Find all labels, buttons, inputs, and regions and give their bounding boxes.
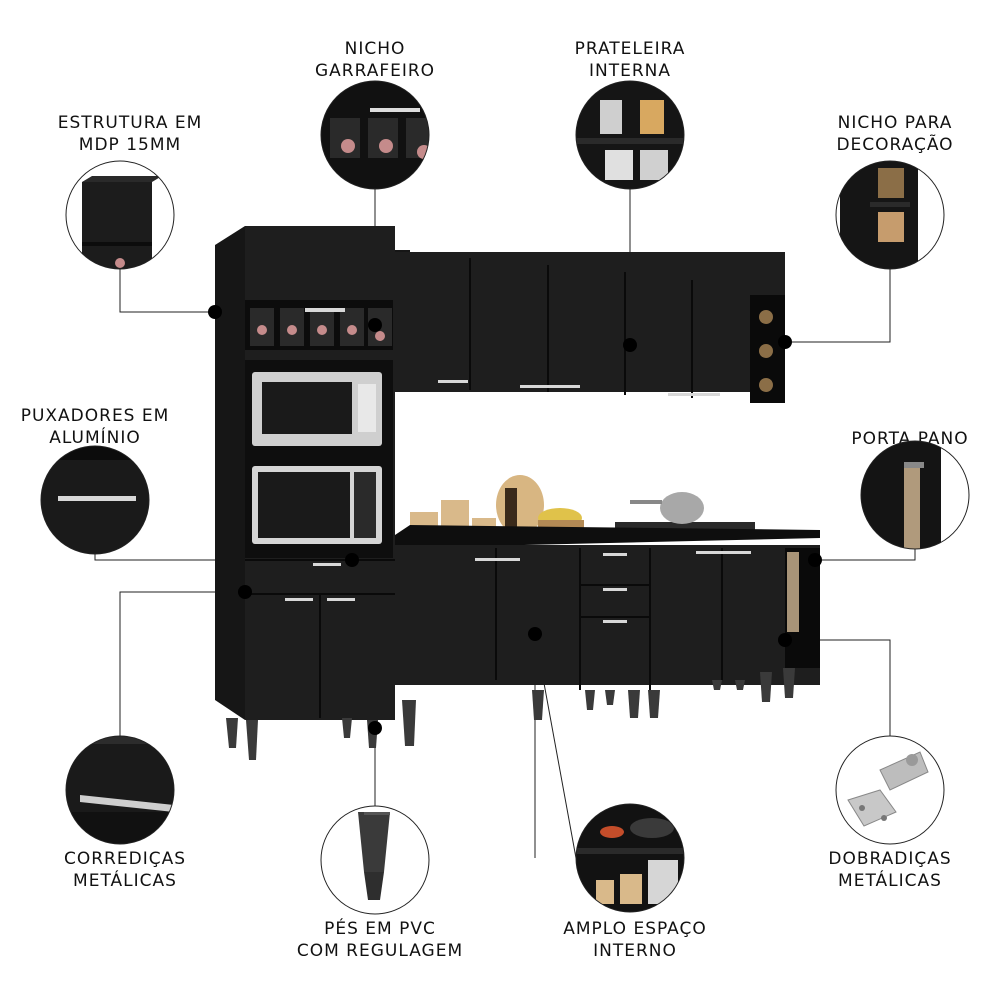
label-puxadores: PUXADORES EM ALUMÍNIO	[20, 406, 170, 448]
upper-cabinets	[395, 250, 785, 403]
label-nicho-garrafeiro: NICHO GARRAFEIRO	[314, 39, 436, 81]
detail-nicho-garrafeiro	[320, 80, 430, 190]
label-corredicas: CORREDIÇAS METÁLICAS	[63, 849, 186, 891]
detail-puxadores	[40, 445, 150, 555]
label-pes-pvc: PÉS EM PVC COM REGULAGEM	[296, 919, 464, 961]
label-prateleira-interna: PRATELEIRA INTERNA	[574, 39, 686, 81]
detail-estrutura-mdp	[65, 160, 175, 270]
label-nicho-decoracao: NICHO PARA DECORAÇÃO	[836, 113, 954, 155]
detail-amplo-espaco	[575, 803, 685, 913]
detail-nicho-decoracao	[835, 160, 945, 270]
detail-porta-pano	[860, 440, 970, 550]
label-dobradicas: DOBRADIÇAS METÁLICAS	[828, 849, 952, 891]
detail-dobradicas	[835, 735, 945, 845]
label-estrutura-mdp: ESTRUTURA EM MDP 15MM	[57, 113, 203, 155]
detail-pes-pvc	[320, 805, 430, 915]
lower-cabinets	[395, 525, 820, 690]
tower-cabinet	[215, 226, 395, 720]
callout-dots	[208, 305, 822, 735]
label-amplo-espaco: AMPLO ESPAÇO INTERNO	[563, 919, 707, 961]
detail-prateleira-interna	[575, 80, 685, 190]
detail-corredicas	[65, 735, 175, 845]
